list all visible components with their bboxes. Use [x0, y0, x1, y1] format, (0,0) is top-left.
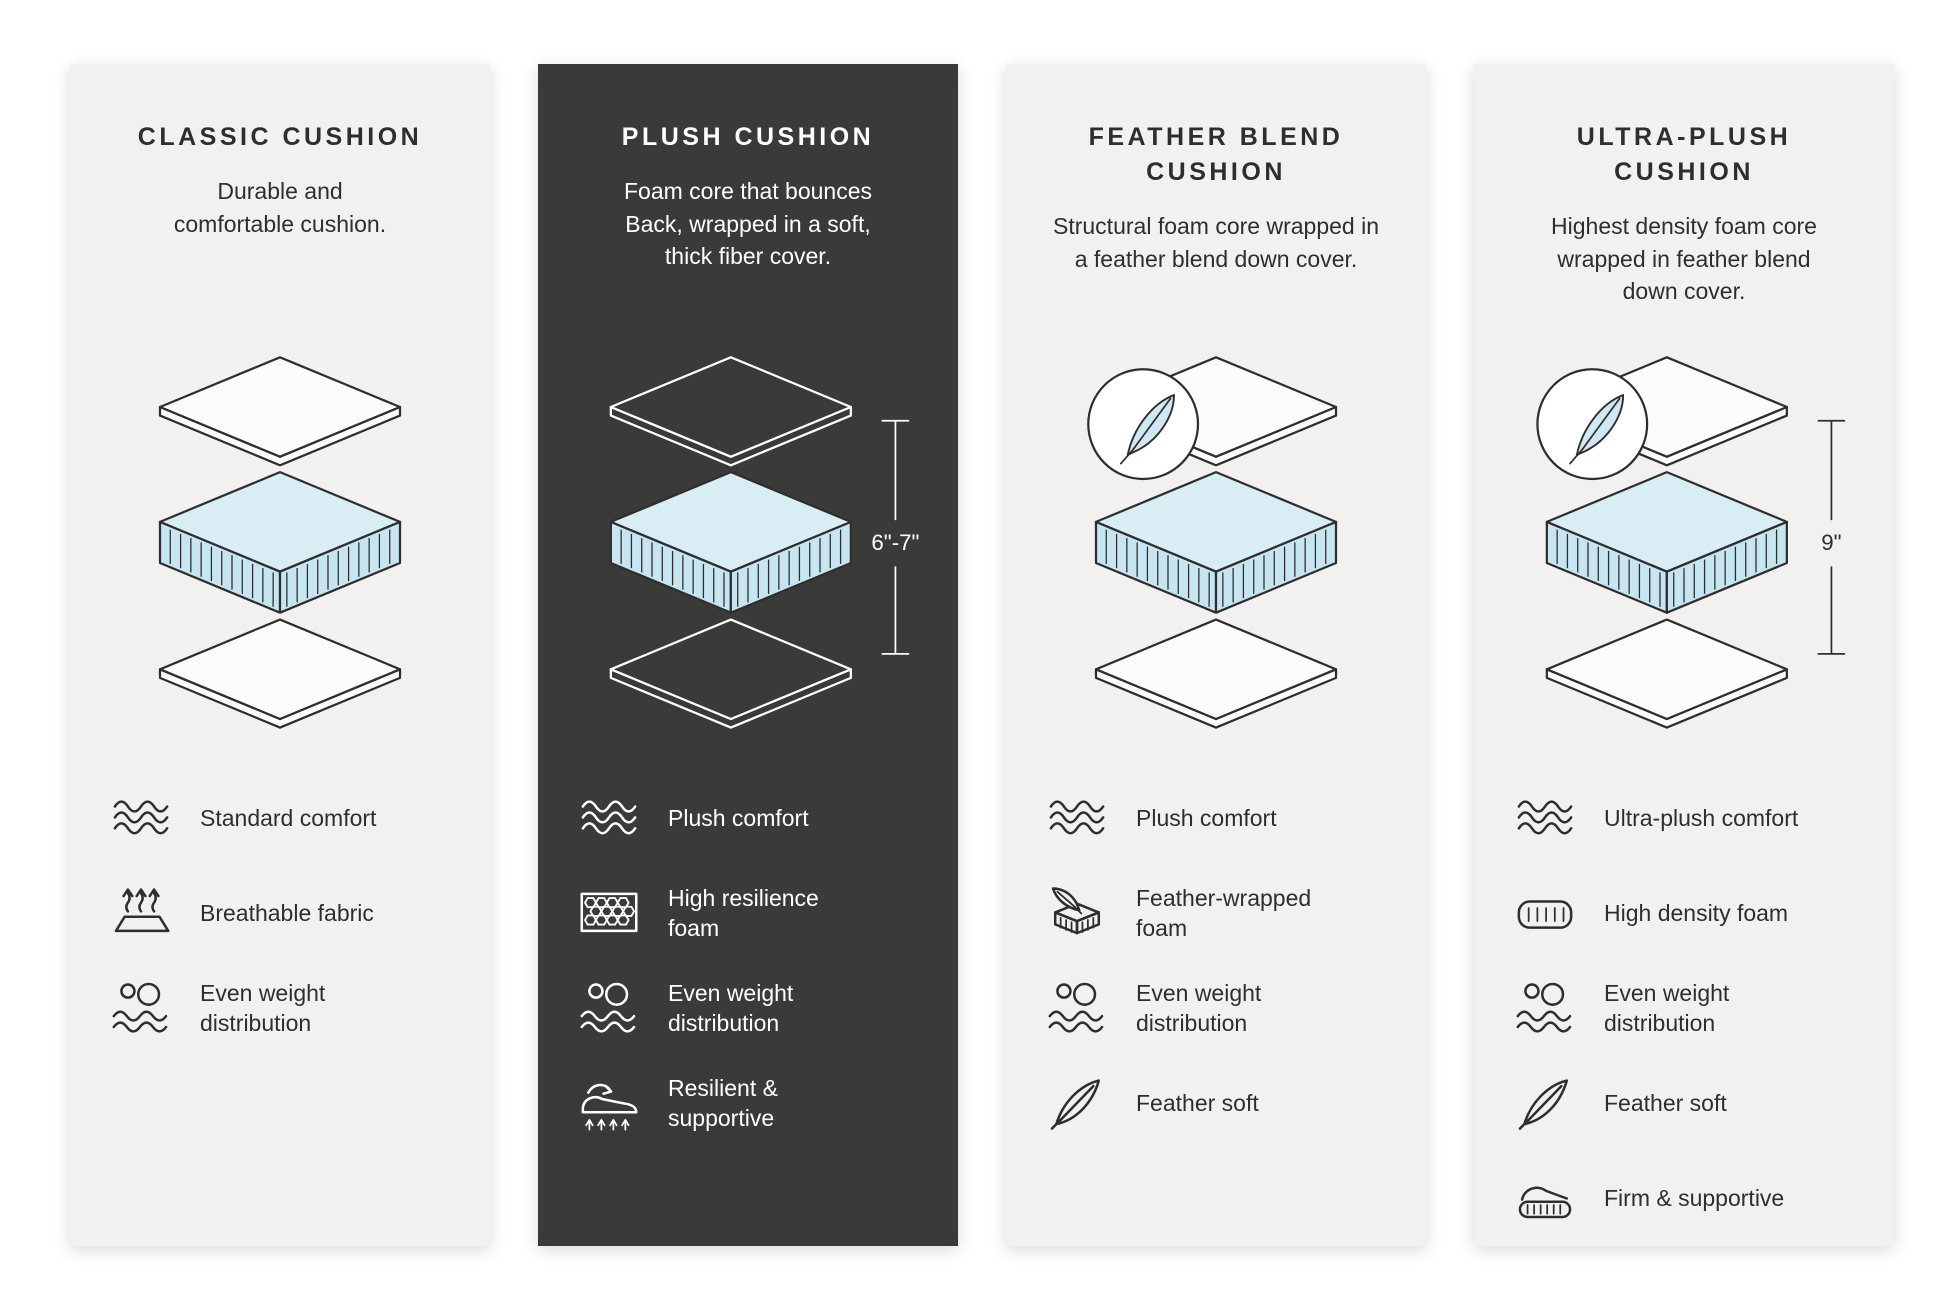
panel-classic-cushion: CLASSIC CUSHION Durable and comfortable …	[70, 64, 490, 1246]
feature-row: High resilience foam	[574, 883, 928, 944]
wave-icon	[581, 800, 637, 835]
feature-row: Even weight distribution	[1510, 978, 1864, 1039]
feature-row: Feather soft	[1510, 1073, 1864, 1134]
panel-description: Foam core that bounces Back, wrapped in …	[623, 178, 873, 270]
feature-label: High resilience foam	[668, 885, 819, 941]
firm-supportive-icon	[1518, 1186, 1572, 1219]
feature-label: Feather soft	[1604, 1089, 1727, 1116]
feature-label: High density foam	[1604, 899, 1789, 926]
feature-row: Even weight distribution	[106, 978, 460, 1039]
feather-icon	[1050, 1079, 1101, 1130]
feature-label: Plush comfort	[668, 804, 809, 831]
wave-icon	[113, 800, 169, 835]
breathable-icon	[114, 888, 170, 933]
feature-label: Ultra-plush comfort	[1604, 804, 1799, 831]
weight-distribution-icon	[112, 982, 168, 1033]
feature-list: Plush comfort Feather-wrapped foam Even …	[1036, 788, 1396, 1134]
feature-label: Feather soft	[1136, 1089, 1259, 1116]
panel-header: PLUSH CUSHION Foam core that bounces Bac…	[568, 120, 928, 352]
feature-label: Plush comfort	[1136, 804, 1277, 831]
measurement-indicator: 9"	[1817, 419, 1846, 655]
feature-row: Resilient & supportive	[574, 1073, 928, 1134]
feather-badge-icon	[1536, 368, 1649, 481]
panel-title: ULTRA-PLUSH CUSHION	[1576, 123, 1792, 186]
feature-row: Standard comfort	[106, 788, 460, 849]
feature-row: Feather soft	[1042, 1073, 1396, 1134]
feature-row: Even weight distribution	[574, 978, 928, 1039]
resilient-icon	[581, 1083, 638, 1131]
feature-row: Breathable fabric	[106, 883, 460, 944]
weight-distribution-icon	[1048, 982, 1104, 1033]
feature-label: Even weight distribution	[1136, 980, 1262, 1036]
panel-plush-cushion: PLUSH CUSHION Foam core that bounces Bac…	[538, 64, 958, 1246]
cushion-layers-diagram	[1036, 352, 1396, 764]
feather-foam-icon	[1051, 887, 1101, 935]
feature-label: Even weight distribution	[668, 980, 794, 1036]
panel-header: CLASSIC CUSHION Durable and comfortable …	[100, 120, 460, 352]
panel-title: FEATHER BLEND CUSHION	[1088, 123, 1344, 186]
feature-label: Feather-wrapped foam	[1136, 885, 1312, 941]
feature-list: Ultra-plush comfort High density foam Ev…	[1504, 788, 1864, 1229]
feature-label: Even weight distribution	[1604, 980, 1730, 1036]
panel-description: Structural foam core wrapped in a feathe…	[1053, 213, 1379, 272]
panel-description: Durable and comfortable cushion.	[173, 178, 387, 237]
panel-header: ULTRA-PLUSH CUSHION Highest density foam…	[1504, 120, 1864, 352]
feature-row: Ultra-plush comfort	[1510, 788, 1864, 849]
panel-title: PLUSH CUSHION	[621, 123, 875, 151]
weight-distribution-icon	[580, 982, 636, 1033]
feature-list: Standard comfort Breathable fabric Even …	[100, 788, 460, 1039]
feature-row: Firm & supportive	[1510, 1168, 1864, 1229]
feature-row: Feather-wrapped foam	[1042, 883, 1396, 944]
cushion-layers-diagram	[100, 352, 460, 764]
feature-label: Resilient & supportive	[668, 1075, 778, 1131]
measurement-label: 6"-7"	[871, 530, 919, 555]
feature-list: Plush comfort High resilience foam Even …	[568, 788, 928, 1134]
feature-row: Plush comfort	[574, 788, 928, 849]
feature-label: Firm & supportive	[1604, 1184, 1785, 1211]
feather-badge-icon	[1087, 368, 1200, 481]
feature-row: Even weight distribution	[1042, 978, 1396, 1039]
wave-icon	[1517, 800, 1573, 835]
feature-row: High density foam	[1510, 883, 1864, 944]
panel-title: CLASSIC CUSHION	[137, 123, 423, 151]
cushion-layers-diagram: 9"	[1504, 352, 1864, 764]
feature-label: Even weight distribution	[200, 980, 326, 1036]
feature-label: Standard comfort	[200, 804, 377, 831]
density-foam-icon	[1517, 900, 1573, 929]
feather-icon	[1518, 1079, 1569, 1130]
panel-feather-blend-cushion: FEATHER BLEND CUSHION Structural foam co…	[1006, 64, 1426, 1246]
measurement-label: 9"	[1821, 530, 1841, 555]
feature-row: Plush comfort	[1042, 788, 1396, 849]
honeycomb-icon	[574, 883, 644, 944]
weight-distribution-icon	[1516, 982, 1572, 1033]
panel-ultra-plush-cushion: ULTRA-PLUSH CUSHION Highest density foam…	[1474, 64, 1894, 1246]
panel-header: FEATHER BLEND CUSHION Structural foam co…	[1036, 120, 1396, 352]
measurement-indicator: 6"-7"	[871, 419, 919, 655]
feature-label: Breathable fabric	[200, 899, 374, 926]
wave-icon	[1049, 800, 1105, 835]
panel-description: Highest density foam core wrapped in fea…	[1551, 213, 1817, 305]
cushion-layers-diagram: 6"-7"	[568, 352, 928, 764]
